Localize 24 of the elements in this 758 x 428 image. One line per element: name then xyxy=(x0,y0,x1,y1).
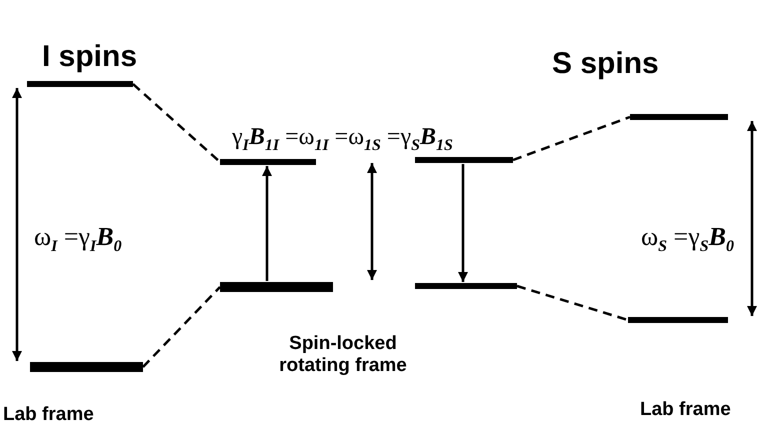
arrow xyxy=(262,166,272,281)
energy-level-bar xyxy=(415,157,513,163)
energy-level-bar xyxy=(630,114,728,120)
arrow xyxy=(747,121,757,316)
heading: S spins xyxy=(552,47,659,81)
energy-level-bar xyxy=(415,283,517,289)
energy-level-bar xyxy=(30,362,143,372)
caption: Lab frame xyxy=(3,404,94,426)
equation: ω$_{I}$ =γ$_{I}$B$_{0}$ xyxy=(34,222,122,256)
dashed-connector xyxy=(142,286,221,368)
energy-level-bar xyxy=(220,159,316,165)
dashed-connector xyxy=(512,116,630,162)
arrow xyxy=(458,164,468,282)
equation: ω$_{S}$ =γ$_{S}$B$_{0}$ xyxy=(641,222,734,256)
caption: Lab frame xyxy=(640,399,731,421)
energy-level-bar xyxy=(220,282,333,292)
dashed-connector xyxy=(132,83,221,163)
dashed-connector xyxy=(516,284,628,322)
heading: I spins xyxy=(42,40,138,74)
energy-level-bar xyxy=(27,81,133,87)
energy-level-bar xyxy=(628,317,728,323)
equation: γ$_{I}$B$_{1I}$ =ω$_{1I}$ =ω$_{1S}$ =γ$_{S}$B$_{1S}$ xyxy=(232,124,453,155)
caption: Spin-locked rotating frame xyxy=(278,333,408,377)
arrow xyxy=(12,88,22,361)
